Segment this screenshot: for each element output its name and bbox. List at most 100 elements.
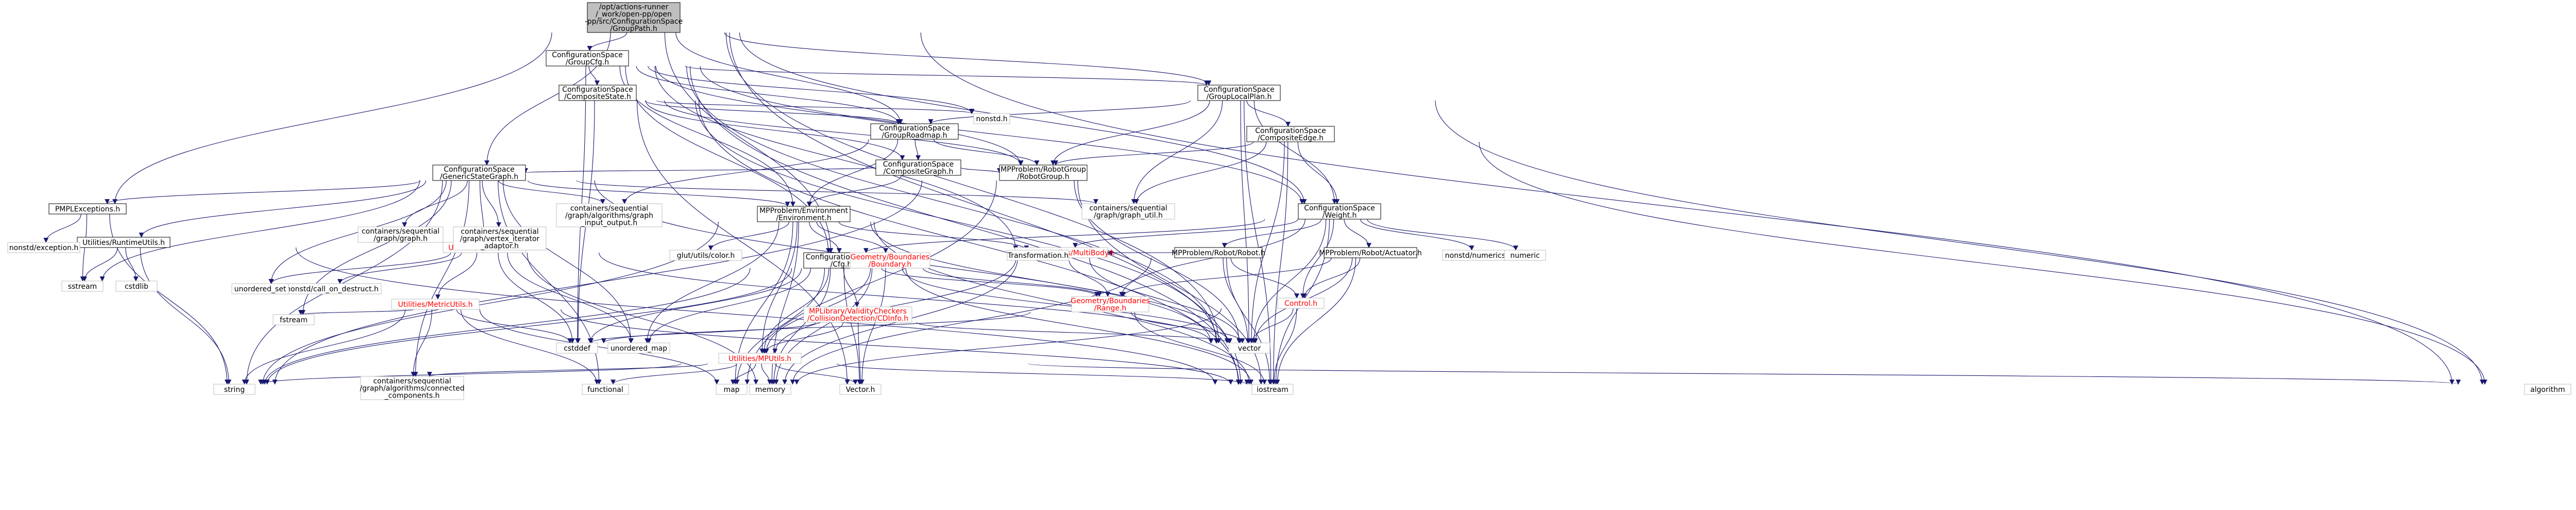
node-metric[interactable]: Utilities/MetricUtils.h [391,299,480,310]
edge-line [125,247,139,282]
edge-line [588,65,600,86]
edge-line [99,180,420,282]
node-box [453,226,547,251]
node-label-line: ConfigurationSpace [1304,204,1375,212]
edge-env-to-mputils [759,221,798,354]
edge-mputils-to-map [730,363,756,385]
edge-line [112,32,552,204]
edge-cfg-to-vector [902,268,1232,343]
edge-line [619,65,795,207]
node-compstate[interactable]: ConfigurationSpace/CompositeState.h [558,85,637,101]
node-box [1324,247,1417,258]
node-grouplocal[interactable]: ConfigurationSpace/GroupLocalPlan.h [1197,85,1281,101]
edge-mputils-to-iostream [836,363,1249,385]
node-cstddef: cstddef [556,342,598,354]
node-groupcfg[interactable]: ConfigurationSpace/GroupCfg.h [546,50,629,67]
node-label-line: /opt/actions-runner [599,3,669,11]
node-generic[interactable]: ConfigurationSpace/GenericStateGraph.h [432,164,526,181]
edge-line [1133,141,1267,204]
edge-line [264,268,792,385]
edge-line [507,252,634,343]
node-collision[interactable]: MPLibrary/ValidityCheckers/CollisionDete… [803,306,912,323]
node-control[interactable]: Control.h [1277,298,1325,309]
node-label-line: MPProblem/Environment [759,207,848,215]
edge-env-to-glut [708,221,790,251]
edge-range-to-iostream [1134,311,1267,385]
edge-line [105,180,421,204]
edge-line [761,363,772,385]
edge-line [685,65,1209,86]
edge-line [1435,100,2485,385]
edge-line [708,221,790,251]
edge-multibody-to-mputils [772,257,1016,354]
node-label-line: Geometry/Boundaries [851,253,929,261]
edge-compstate-to-nonstd [656,100,975,114]
node-callondestruct: nonstd/call_on_destruct.h [283,283,382,294]
node-box [875,159,961,176]
edge-grouplocal-to-robotgroup [1050,100,1210,166]
edge-range-to-cstddef [601,311,1031,343]
node-label-line: ConfigurationSpace [562,86,633,94]
node-label-line: /graph/vertex_iterator [460,235,540,243]
node-label-line: /CompositeState.h [564,93,631,101]
edge-env-to-cfg [809,221,842,253]
node-map: map [716,384,748,395]
node-label-line: containers/sequential [1089,204,1167,212]
node-range[interactable]: Geometry/Boundaries/Range.h [1071,296,1150,312]
node-compgraph[interactable]: ConfigurationSpace/CompositeGraph.h [875,159,961,176]
edge-grouproadmap-to-env [806,139,899,207]
edge-control-to-memory [794,308,1222,385]
node-label-line: MPLibrary/ValidityCheckers [809,307,907,316]
edge-cfg-to-map [734,268,825,385]
edge-line [809,221,842,253]
edge-weight-to-cfg [863,219,1265,253]
node-box [432,164,526,181]
node-label-line: /GroupPath.h [610,25,657,33]
edge-line [695,100,1219,343]
edge-weight-to-vector [1251,219,1327,343]
node-runtime[interactable]: Utilities/RuntimeUtils.h [77,237,171,248]
node-box [61,281,104,292]
node-weight[interactable]: ConfigurationSpace/Weight.h [1298,203,1381,220]
node-graphio: containers/sequential/graph/algorithms/g… [556,203,663,227]
edge-compedge-to-vector [1249,141,1285,343]
edge-metric-to-connected [411,309,432,377]
node-boundary[interactable]: Geometry/Boundaries/Boundary.h [850,252,930,269]
node-label-line: unordered_map [611,344,667,353]
node-env[interactable]: MPProblem/Environment/Environment.h [757,206,851,222]
node-label-line: -pp/src/ConfigurationSpace [585,18,683,26]
node-box [749,384,791,395]
edge-boundary-to-string [264,268,792,385]
node-compedge[interactable]: ConfigurationSpace/CompositeEdge.h [1246,126,1335,142]
edge-line [762,322,844,354]
node-numeric: numeric [1504,250,1546,261]
node-label-line: Vector.h [846,386,875,394]
node-robot[interactable]: MPProblem/Robot/Robot.h [1172,247,1265,258]
edge-compedge-to-iostream [1270,141,1289,385]
node-vectorh: Vector.h [839,384,882,395]
edge-robotgroup-to-map [744,180,997,385]
edge-metric-to-iostream [561,309,1233,385]
node-label-line: _input_output.h [581,219,638,227]
node-actuator[interactable]: MPProblem/Robot/Actuator.h [1319,247,1422,258]
node-label-line: /GenericStateGraph.h [440,173,518,181]
edge-robot-to-memory [790,257,1152,385]
node-robotgroup[interactable]: MPProblem/RobotGroup/RobotGroup.h [999,164,1088,181]
edge-line [435,252,478,300]
edge-line [1130,311,1245,343]
node-mputils[interactable]: Utilities/MPUtils.h [718,353,802,364]
edge-root-to-groupcfg [587,32,628,51]
node-grouproadmap[interactable]: ConfigurationSpace/GroupRoadmap.h [870,123,959,140]
edge-line [1230,257,1299,299]
edge-line [1253,100,1337,204]
edge-collision-to-vectorh [857,322,863,385]
edge-pmplexc-to-nonstdexc [43,213,81,243]
edge-root-to-algorithm [920,32,2455,385]
edge-line [1300,219,1334,299]
edge-line [664,100,1024,166]
node-root[interactable]: /opt/actions-runner/_work/open-pp/open-p… [585,2,683,33]
edge-metric-to-cstddef [456,309,573,343]
node-box [839,384,882,395]
edge-generic-to-runtime [139,180,427,238]
node-pmplexc[interactable]: PMPLExceptions.h [48,203,127,215]
